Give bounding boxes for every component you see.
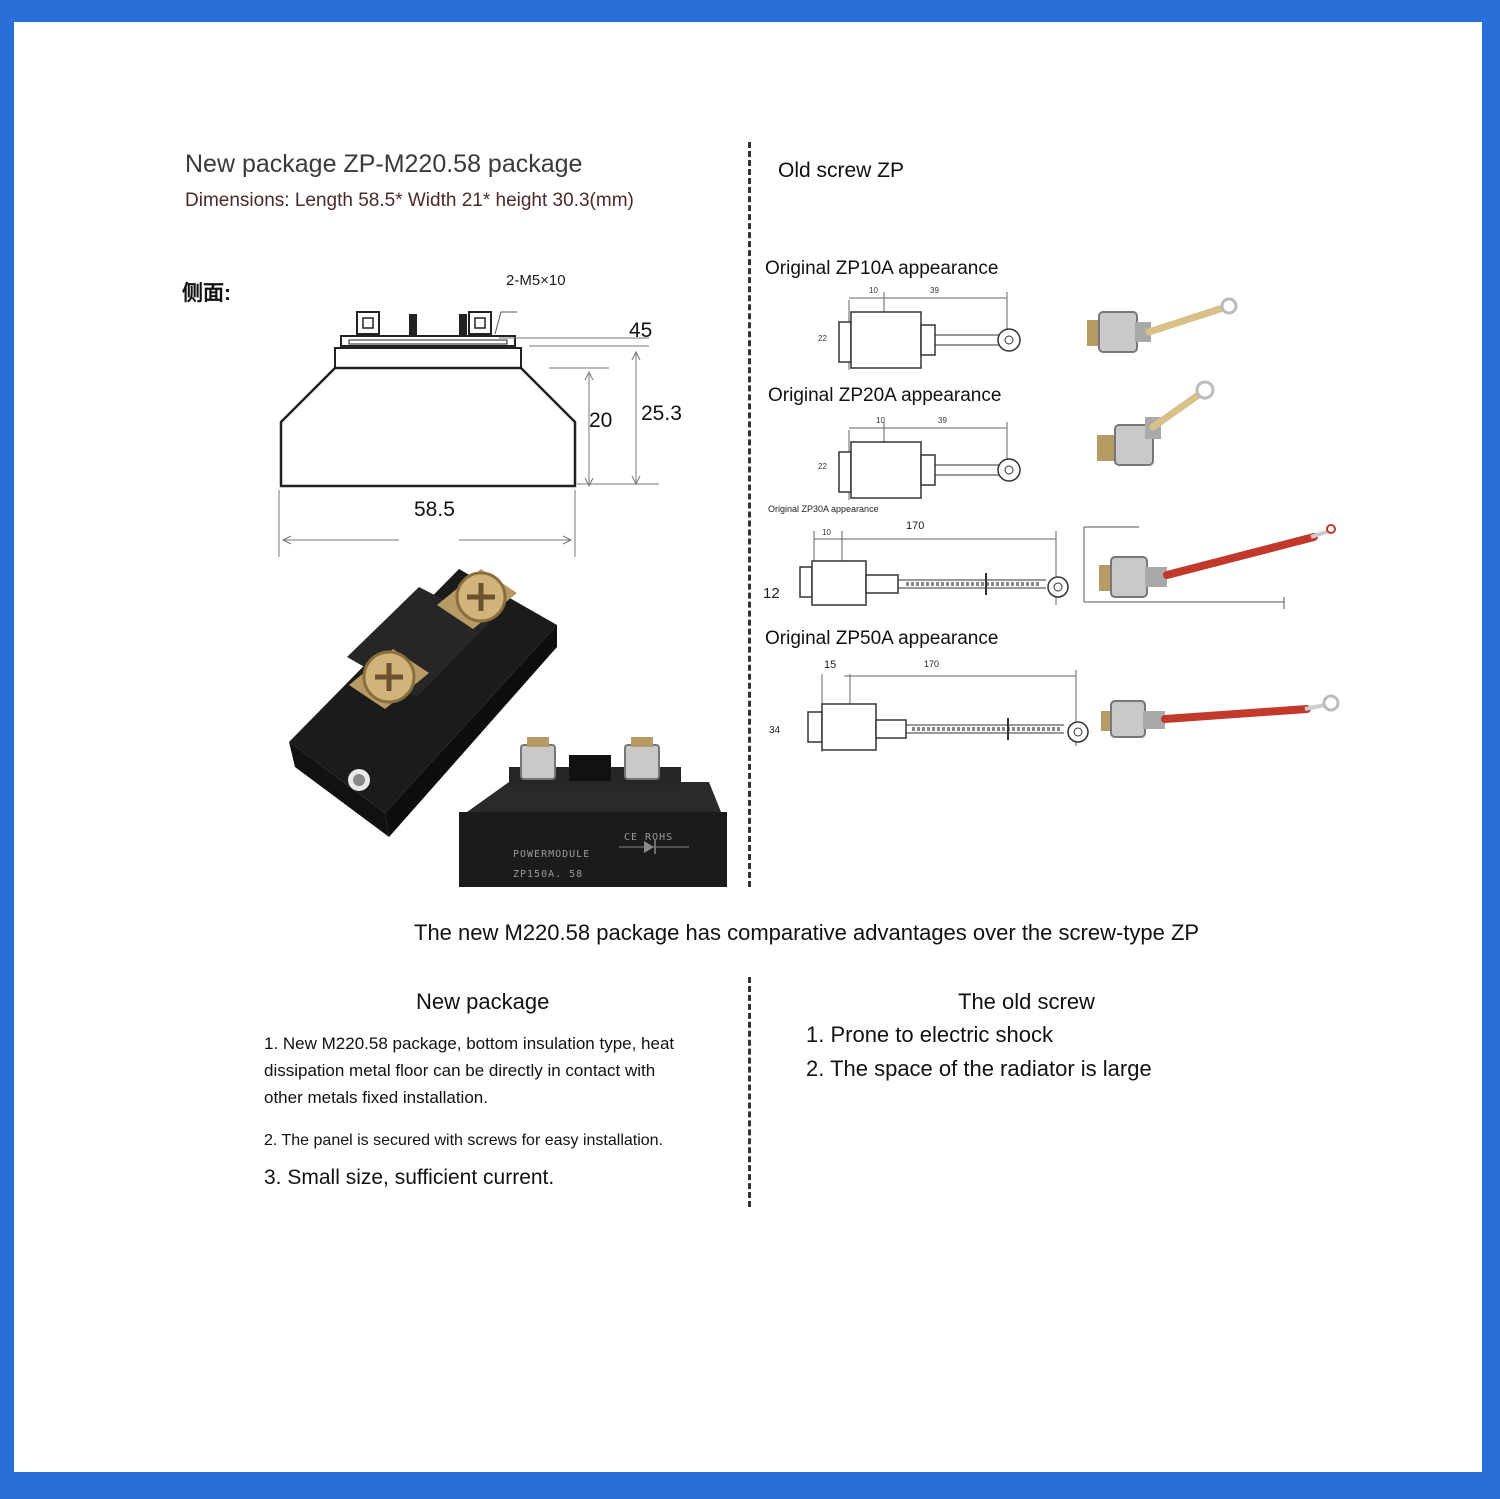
- dim-top-label: 45: [629, 319, 653, 342]
- zp50a-label: Original ZP50A appearance: [765, 628, 999, 649]
- zp10a-drawing: [838, 292, 1021, 370]
- old-screw-point-1: 1. Prone to electric shock: [806, 1022, 1054, 1047]
- module-angled: [289, 569, 557, 837]
- side-view-drawing: [278, 311, 659, 557]
- new-package-heading: New package: [416, 989, 550, 1014]
- new-package-point-3: 3. Small size, sufficient current.: [264, 1166, 555, 1189]
- old-screw-title: Old screw ZP: [778, 159, 905, 182]
- old-screw-point-2: 2. The space of the radiator is large: [806, 1056, 1152, 1081]
- diode-symbol-icon: [644, 841, 654, 853]
- zp10a-dim2: 39: [930, 286, 939, 295]
- top-divider: [748, 142, 751, 887]
- zp50a-dim2: 170: [924, 659, 940, 669]
- zp20a-dim1: 10: [876, 416, 885, 425]
- bottom-divider: [748, 977, 751, 1207]
- side-view-label: 侧面:: [182, 282, 231, 305]
- zp10a-label: Original ZP10A appearance: [765, 258, 999, 279]
- zp20a-photo: [1097, 380, 1215, 466]
- dim-total-label: 25.3: [641, 402, 682, 425]
- zp50a-drawing: [807, 670, 1089, 752]
- module-front: [459, 737, 727, 887]
- content-panel: New package ZP-M220.58 package Dimension…: [14, 22, 1482, 1472]
- zp20a-drawing: [838, 422, 1021, 500]
- zp30a-label: Original ZP30A appearance: [768, 504, 879, 514]
- dim-length-label: 58.5: [414, 498, 455, 521]
- new-package-point-2: 2. The panel is secured with screws for …: [264, 1132, 664, 1149]
- photo-brand-text: POWERMODULE: [513, 849, 590, 860]
- screw-terminal-icon: [624, 744, 660, 780]
- zp30a-side: 12: [763, 585, 780, 602]
- zp50a-dim1: 15: [824, 659, 837, 671]
- old-screw-heading: The old screw: [958, 989, 1095, 1014]
- zp50a-side: 34: [769, 725, 781, 736]
- photo-model-text: ZP150A. 58: [513, 869, 583, 880]
- new-package-dimensions: Dimensions: Length 58.5* Width 21* heigh…: [185, 190, 634, 211]
- new-package-point-1: 1. New M220.58 package, bottom insulatio…: [264, 1034, 675, 1107]
- zp10a-dim1: 10: [869, 286, 878, 295]
- new-package-title: New package ZP-M220.58 package: [185, 150, 583, 178]
- dim-inner-label: 20: [589, 409, 613, 432]
- zp30a-dim2: 170: [906, 520, 925, 532]
- screw-spec-label: 2-M5×10: [506, 272, 566, 289]
- photo-cert-text: CE ROHS: [624, 832, 673, 843]
- zp20a-dim2: 39: [938, 416, 947, 425]
- module-product-photo: POWERMODULE ZP150A. 58 CE ROHS: [289, 569, 727, 887]
- zp20a-side: 22: [818, 462, 827, 471]
- zp10a-photo: [1087, 297, 1238, 353]
- zp10a-side: 22: [818, 334, 827, 343]
- zp50a-photo: [1101, 694, 1340, 738]
- zp30a-drawing: [799, 531, 1069, 606]
- zp30a-photo: [1083, 524, 1336, 609]
- zp30a-dim1: 10: [822, 528, 831, 537]
- screw-terminal-icon: [520, 744, 556, 780]
- zp20a-label: Original ZP20A appearance: [768, 385, 1002, 406]
- comparison-headline: The new M220.58 package has comparative …: [414, 920, 1200, 945]
